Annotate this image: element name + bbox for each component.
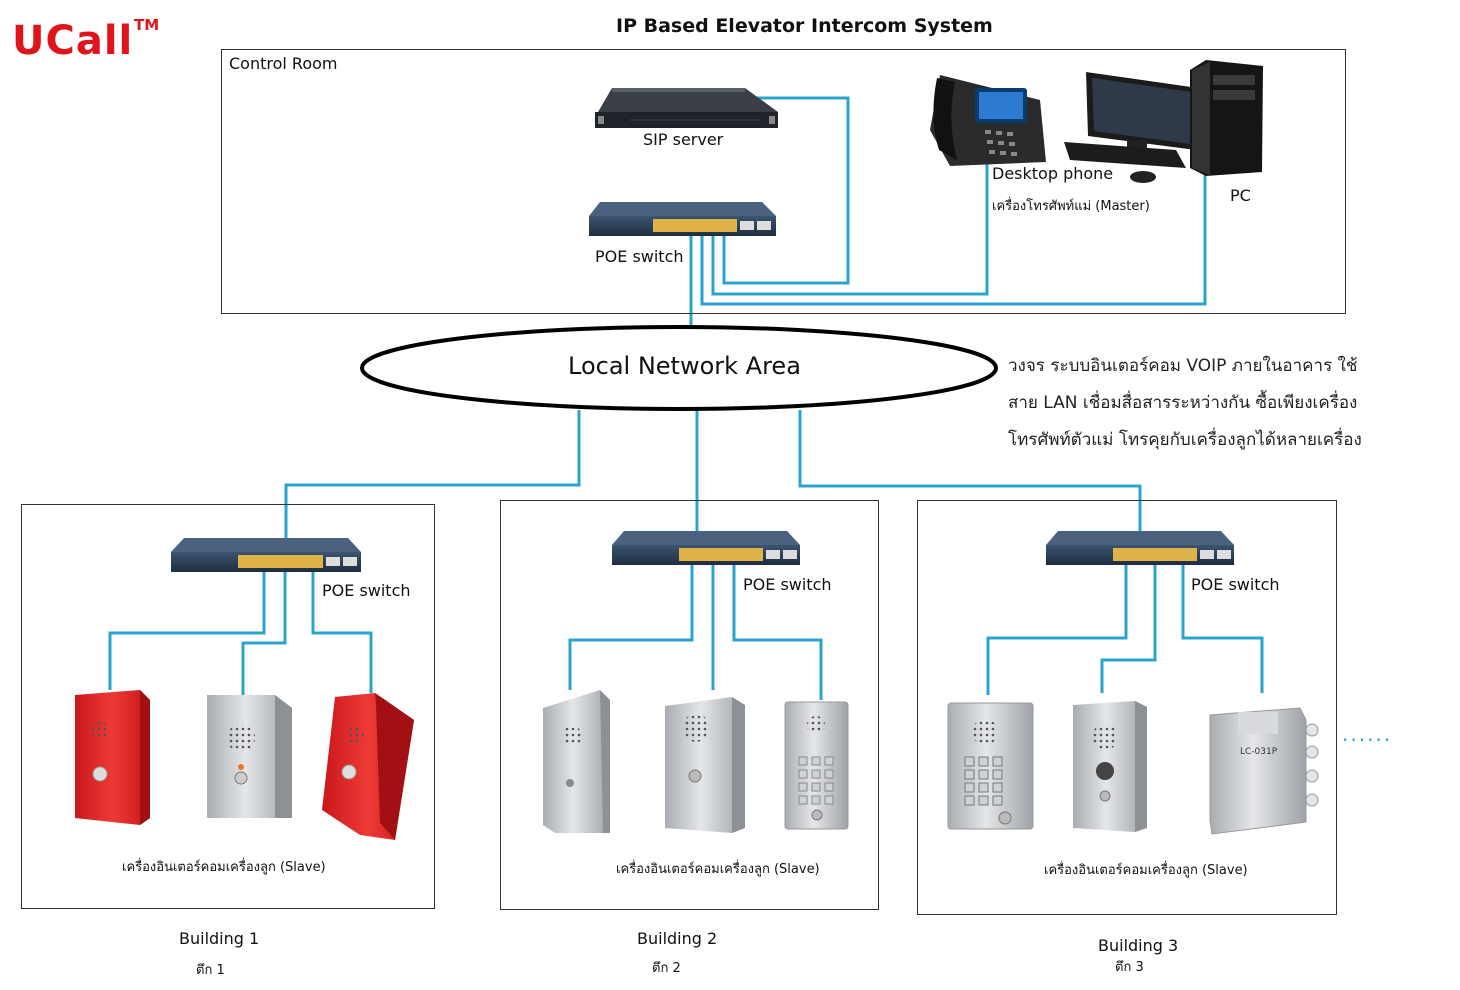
pc-label: PC (1230, 186, 1251, 205)
building-3-thai-name: ตึก 3 (1115, 960, 1144, 975)
wire-network-to-building-3 (798, 410, 1142, 533)
logo-trademark: TM (134, 16, 160, 34)
building-1-box (21, 504, 435, 909)
desktop-phone-thai-label: เครื่องโทรศัพท์แม่ (Master) (992, 199, 1150, 214)
building-2-intercoms (543, 690, 849, 833)
desktop-phone-label: Desktop phone (992, 164, 1114, 183)
local-network-label: Local Network Area (568, 352, 801, 380)
more-devices-ellipsis: ...... (1342, 722, 1393, 746)
pc-graphic (1064, 60, 1263, 183)
wire-pc-to-switch (700, 170, 1207, 306)
building-1-poe-switch-graphic (171, 538, 361, 572)
building-3-box (917, 500, 1337, 915)
building-2-poe-switch-graphic (612, 531, 800, 565)
wire-phone-to-switch (711, 158, 989, 296)
building-1-poe-switch-label: POE switch (322, 581, 411, 600)
wire-network-to-building-1 (284, 410, 581, 540)
building-3-poe-switch-label: POE switch (1191, 575, 1280, 594)
control-room-poe-switch-label: POE switch (595, 247, 684, 266)
building-3-wires (986, 565, 1264, 695)
building-2-poe-switch-label: POE switch (743, 575, 832, 594)
building-2-wires (568, 565, 823, 700)
page-title: IP Based Elevator Intercom System (616, 15, 993, 37)
control-room-box (221, 49, 1346, 314)
building-3-poe-switch-graphic (1046, 531, 1234, 565)
junction-box-label: LC-031P (1240, 747, 1278, 757)
local-network-ellipse (360, 325, 998, 411)
desktop-phone-graphic (930, 75, 1046, 166)
sip-server-label: SIP server (643, 130, 724, 149)
control-room-label: Control Room (229, 54, 338, 73)
control-room-poe-switch-graphic (589, 202, 776, 236)
building-1-thai-name: ตึก 1 (196, 963, 225, 978)
description-line-3: โทรศัพท์ตัวแม่ โทรคุยกับเครื่องลูกได้หลา… (1008, 430, 1362, 450)
control-room-wires (689, 96, 1207, 327)
building-2-thai-name: ตึก 2 (652, 961, 681, 976)
network-wires (284, 410, 1142, 540)
building-1-name: Building 1 (179, 929, 260, 948)
description-line-1: วงจร ระบบอินเตอร์คอม VOIP ภายในอาคาร ใช้ (1008, 356, 1358, 376)
building-2-box (500, 500, 879, 910)
building-3-name: Building 3 (1098, 936, 1179, 955)
description-line-2: สาย LAN เชื่อมสื่อสารระหว่างกัน ซื้อเพีย… (1008, 393, 1358, 413)
building-3-slave-label: เครื่องอินเตอร์คอมเครื่องลูก (Slave) (1044, 863, 1248, 878)
sip-server-graphic (595, 88, 778, 128)
building-1-intercoms (75, 690, 414, 840)
building-2-slave-label: เครื่องอินเตอร์คอมเครื่องลูก (Slave) (616, 862, 820, 877)
wire-sip-to-switch (722, 96, 850, 285)
building-2-name: Building 2 (637, 929, 718, 948)
building-1-slave-label: เครื่องอินเตอร์คอมเครื่องลูก (Slave) (122, 860, 326, 875)
ucall-logo: UCall (12, 18, 134, 64)
building-3-intercoms (947, 701, 1319, 835)
building-1-wires (108, 572, 373, 695)
